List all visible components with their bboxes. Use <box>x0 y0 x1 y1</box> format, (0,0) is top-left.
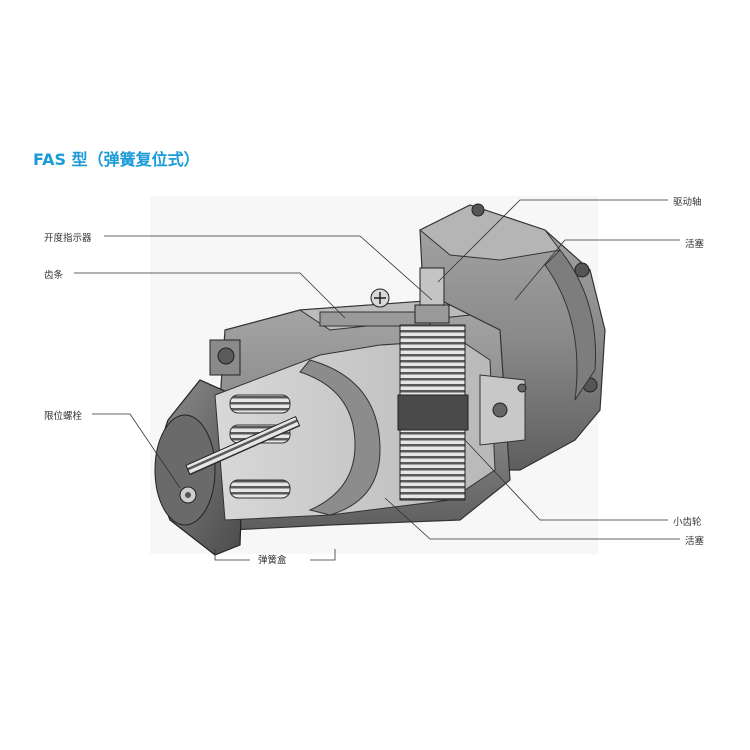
leader-limit-bolt <box>92 413 181 489</box>
pinion-assembly <box>370 267 469 501</box>
spring-box-bracket-left <box>214 549 250 561</box>
leader-rack <box>74 272 346 319</box>
label-pinion: 小齿轮 <box>673 517 702 528</box>
right-cutaway-details <box>479 374 527 446</box>
rack-bar <box>319 311 431 327</box>
bolt-head <box>574 262 590 278</box>
figure-title: FAS 型（弹簧复位式） <box>33 150 200 169</box>
lower-spring-stack <box>399 429 466 501</box>
leader-opening-indicator <box>104 235 433 301</box>
upper-spring-stack <box>399 324 466 396</box>
bolt-head <box>217 347 235 365</box>
leader-lines <box>74 199 680 561</box>
spring-box-bracket-right <box>310 549 336 561</box>
pinion-gear <box>397 394 469 431</box>
leader-piston-top <box>514 239 680 301</box>
leader-piston-bottom <box>384 497 680 540</box>
label-drive-shaft: 驱动轴 <box>673 197 702 208</box>
limit-bolt-thread <box>185 415 301 476</box>
leader-pinion <box>464 439 668 521</box>
piston-disk <box>299 359 381 516</box>
leader-drive-shaft <box>437 199 668 283</box>
label-piston-bottom: 活塞 <box>685 536 705 547</box>
label-rack: 齿条 <box>44 270 64 281</box>
label-limit-bolt: 限位螺栓 <box>44 411 83 422</box>
label-spring-box: 弹簧盒 <box>258 555 287 566</box>
bolt-head <box>471 203 485 217</box>
label-piston-top: 活塞 <box>685 239 705 250</box>
label-opening-indicator: 开度指示器 <box>44 233 92 244</box>
opening-indicator <box>414 304 450 324</box>
